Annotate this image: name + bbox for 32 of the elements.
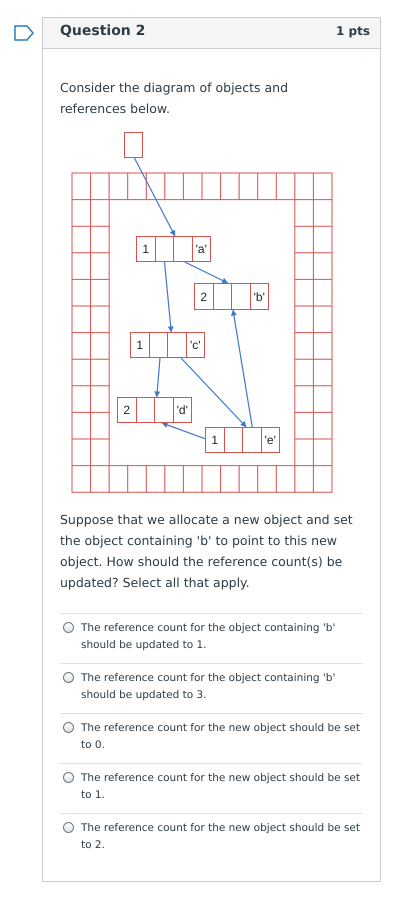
reference-count: 1 xyxy=(136,338,144,352)
character-value: 'd' xyxy=(176,403,188,417)
reference-count: 1 xyxy=(142,242,150,256)
arrow xyxy=(184,261,228,284)
arrow xyxy=(164,262,174,332)
object-box xyxy=(117,397,192,423)
arrow xyxy=(230,310,253,428)
object-box xyxy=(205,427,280,453)
object-box xyxy=(130,332,205,358)
reference-box xyxy=(124,132,143,158)
arrow xyxy=(180,358,247,428)
option-text: The reference count for the new object should be set to 2. xyxy=(81,821,361,853)
object-box xyxy=(194,283,269,310)
reference-count: 2 xyxy=(200,290,208,304)
arrow xyxy=(154,358,161,398)
object-box xyxy=(136,236,211,262)
points-value: 1 pts xyxy=(336,24,370,38)
character-value: 'a' xyxy=(196,242,207,256)
arrow xyxy=(162,422,206,440)
reference-count: 2 xyxy=(123,403,130,417)
question-text: Suppose that we allocate a new object and set the object containing 'b' to point to this new object. How should the reference count(s) be updated? Select all that apply. xyxy=(60,511,354,592)
character-value: 'c' xyxy=(190,338,201,352)
arrow xyxy=(134,158,176,236)
prompt-text: Consider the diagram of objects and references below. xyxy=(60,79,290,118)
character-value: 'b' xyxy=(254,290,265,304)
option-text: The reference count for the new object should be set to 0. xyxy=(81,721,361,753)
option-text: The reference count for the object containing 'b' should be updated to 1. xyxy=(81,621,336,653)
option-text: The reference count for the new object should be set to 1. xyxy=(81,771,361,803)
character-value: 'e' xyxy=(264,433,276,447)
question-title: Question 2 xyxy=(60,23,146,39)
option-text: The reference count for the object containing 'b' should be updated to 3. xyxy=(81,671,336,703)
reference-count: 1 xyxy=(211,433,218,447)
